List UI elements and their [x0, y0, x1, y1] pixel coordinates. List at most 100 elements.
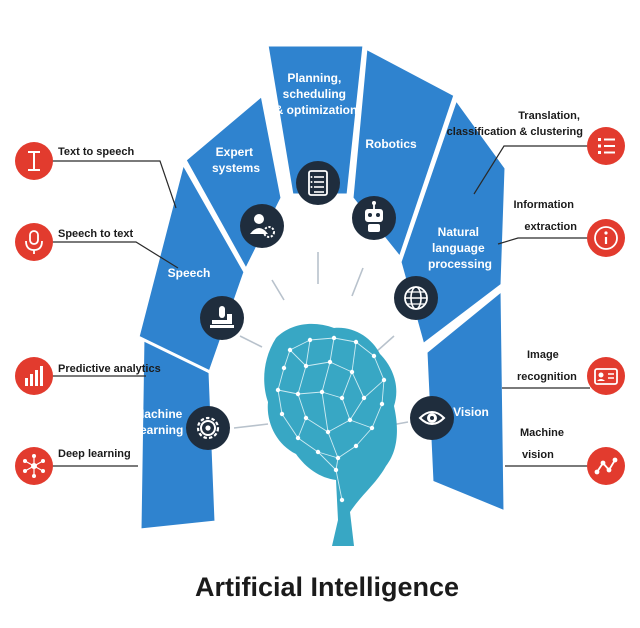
brain-net-node: [307, 337, 313, 343]
brain-net-link: [305, 361, 331, 367]
brain-net-link: [351, 371, 365, 399]
segment-label-planning: Planning, scheduling & optimization: [275, 71, 358, 117]
brain-net-node: [303, 363, 309, 369]
connector-translation: [473, 145, 590, 195]
brain-net-node: [319, 389, 325, 395]
brain-net-link: [281, 413, 299, 439]
brain-net-link: [329, 361, 353, 373]
label-information-extraction: Information extraction: [513, 199, 577, 233]
brain-net-node: [325, 429, 331, 435]
brain-net-link: [277, 367, 285, 391]
brain-net-link: [297, 365, 307, 395]
bar-chart-icon: [15, 357, 53, 395]
brain-net-link: [321, 361, 331, 393]
brain-net-link: [335, 469, 343, 501]
connector-lines: [52, 145, 590, 467]
connector-speech-to-text: [52, 241, 179, 269]
label-predictive-analytics: Predictive analytics: [58, 363, 161, 375]
label-image-recognition: Image recognition: [517, 349, 577, 383]
brain-net-node: [339, 395, 345, 401]
brain-net-node: [381, 377, 387, 383]
brain-net-link: [349, 397, 365, 421]
brain-net-node: [347, 417, 353, 423]
neural-network-icon: [15, 447, 53, 485]
brain-net-link: [305, 339, 311, 367]
brain-net-node: [327, 359, 333, 365]
brain-net-node: [339, 497, 345, 503]
brain-net-link: [289, 339, 311, 351]
brain-net-node: [287, 347, 293, 353]
left-labels: Text to speech Speech to text Predictive…: [58, 146, 161, 460]
brain-net-node: [275, 387, 281, 393]
microphone-icon: [15, 223, 53, 261]
brain-net-node: [353, 443, 359, 449]
brain-net-node: [371, 353, 377, 359]
segment-icons: [186, 161, 454, 450]
brain-net-link: [297, 437, 319, 453]
segment-label-speech: Speech: [168, 266, 211, 280]
segment-label-vision: Vision: [453, 405, 489, 419]
expert-user-gear-icon: [240, 204, 284, 248]
brain-net-node: [353, 339, 359, 345]
brain-net-node: [315, 449, 321, 455]
brain-net-link: [351, 341, 357, 373]
brain-net-link: [277, 389, 283, 415]
brain-net-link: [317, 451, 337, 471]
segment-label-machine-learning: Machine learning: [134, 407, 185, 437]
brain-net-node: [349, 369, 355, 375]
segment-planning: [265, 43, 366, 197]
brain-net-node: [369, 425, 375, 431]
segment-label-nlp: Natural language processing: [428, 225, 492, 271]
right-labels: Translation, classification & clustering…: [447, 110, 583, 461]
segment-label-expert-systems: Expert systems: [212, 145, 260, 175]
brain-net-link: [371, 403, 383, 429]
brain-net-link: [333, 337, 357, 343]
label-translation: Translation, classification & clustering: [447, 110, 583, 138]
brain-net-link: [321, 391, 329, 433]
label-machine-vision: Machine vision: [520, 427, 567, 461]
arrow-to-speech: [239, 335, 263, 348]
brain-net-link: [297, 417, 307, 439]
microphone-stand-icon: [200, 296, 244, 340]
brain-net-link: [283, 349, 291, 369]
brain-shape: [264, 323, 397, 546]
brain-net-link: [363, 379, 385, 399]
brain-net-link: [327, 419, 351, 433]
brain-net-link: [337, 445, 357, 459]
brain-net-node: [281, 365, 287, 371]
brain-net-node: [303, 415, 309, 421]
brain-net-link: [305, 417, 329, 433]
brain-net-link: [321, 391, 343, 399]
label-text-to-speech: Text to speech: [58, 146, 134, 158]
left-badges: [15, 142, 53, 485]
id-card-icon: [587, 357, 625, 395]
brain-net-link: [355, 427, 373, 447]
brain-net-link: [297, 393, 307, 419]
brain-net-link: [341, 371, 353, 399]
arrow-to-nlp: [375, 335, 395, 353]
label-speech-to-text: Speech to text: [58, 228, 134, 240]
brain-net-link: [289, 349, 307, 367]
arrow-to-machine-learning: [233, 423, 269, 429]
brain-net-link: [297, 391, 323, 395]
brain-net-link: [309, 337, 335, 341]
brain-illustration: [264, 323, 397, 546]
brain-net-link: [277, 389, 299, 395]
checklist-icon: [296, 161, 340, 205]
brain-net-node: [335, 455, 341, 461]
right-badges: [587, 127, 625, 485]
eye-icon: [410, 396, 454, 440]
brain-net-link: [317, 451, 339, 459]
brain-net-node: [361, 395, 367, 401]
brain-net-link: [329, 337, 335, 363]
brain-net-link: [327, 431, 339, 459]
brain-net-node: [333, 467, 339, 473]
list-icon: [587, 127, 625, 165]
globe-icon: [394, 276, 438, 320]
brain-net-node: [295, 391, 301, 397]
connector-information-extraction: [497, 237, 590, 245]
brain-net-node: [379, 401, 385, 407]
line-graph-icon: [587, 447, 625, 485]
